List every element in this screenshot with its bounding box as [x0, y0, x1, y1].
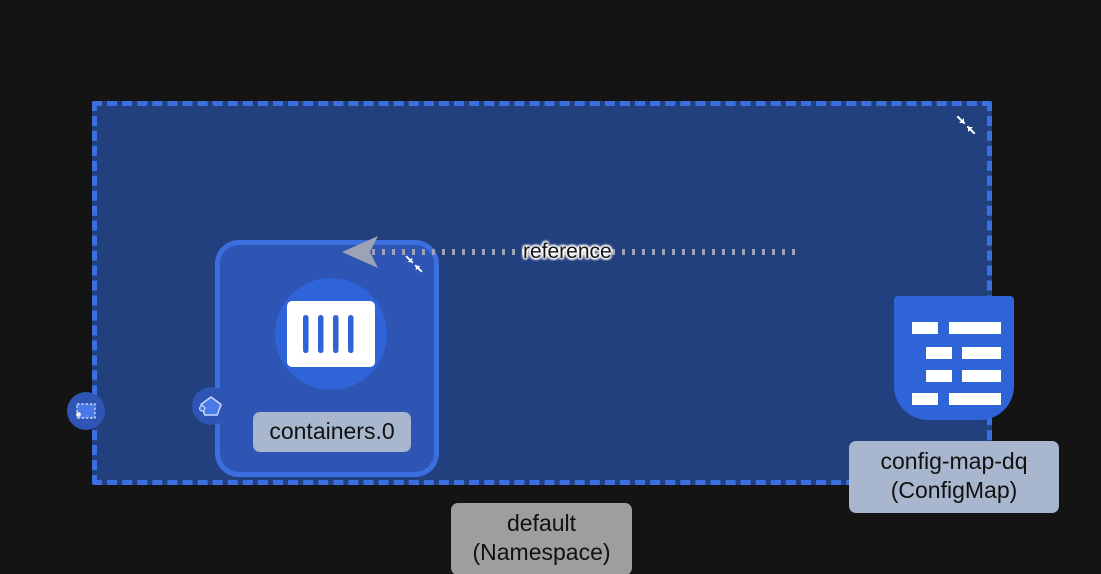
reference-edge-label: reference — [523, 240, 612, 263]
collapse-icon[interactable] — [404, 254, 424, 274]
namespace-container[interactable]: containers.0 config-map-dq (ConfigMap) — [67, 101, 1059, 513]
collapse-icon[interactable] — [955, 114, 977, 136]
configmap-document-icon[interactable] — [894, 296, 1014, 420]
pentagon-icon — [192, 387, 230, 425]
deployment-node[interactable]: containers.0 — [192, 240, 439, 477]
dashed-rectangle-icon — [67, 392, 105, 430]
container-icon — [275, 278, 387, 390]
containers-label: containers.0 — [253, 412, 411, 452]
configmap-label: config-map-dq (ConfigMap) — [849, 441, 1059, 513]
namespace-label: default (Namespace) — [451, 503, 632, 574]
